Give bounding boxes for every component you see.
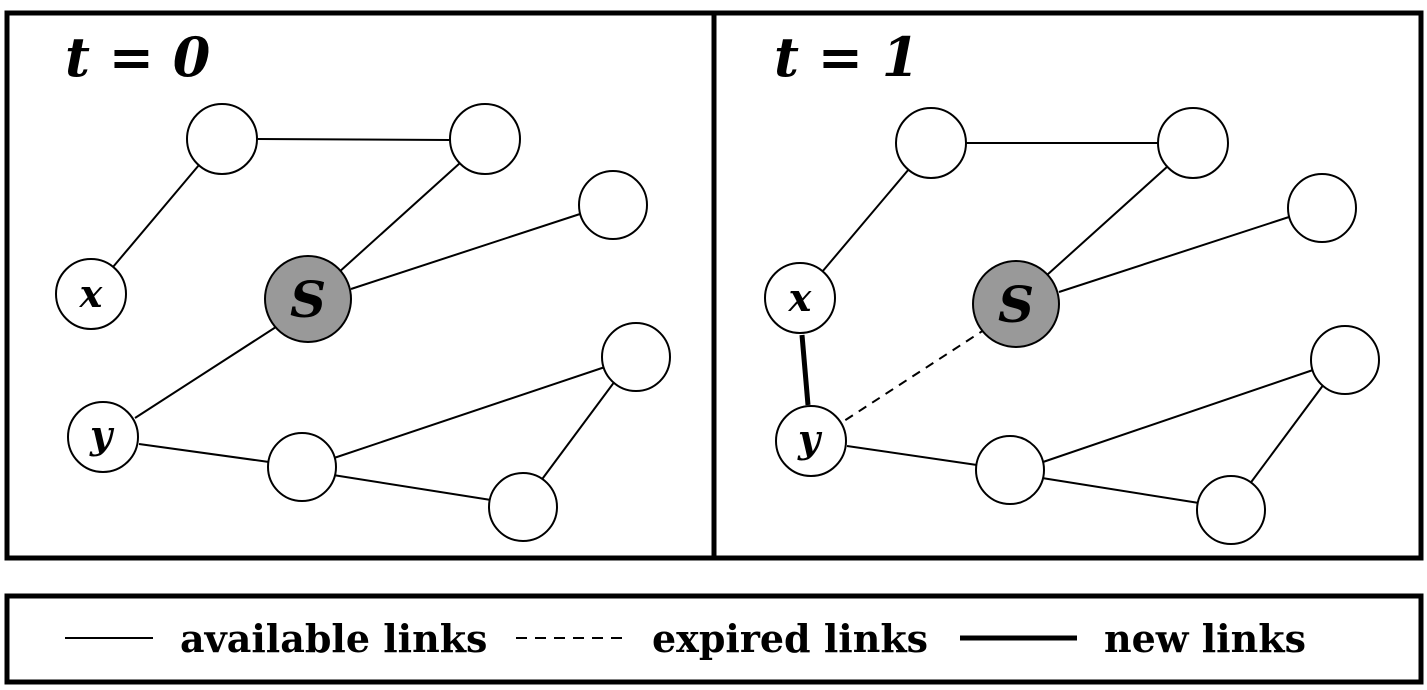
node-y bbox=[775, 405, 847, 477]
link-available bbox=[821, 168, 910, 273]
link-available bbox=[257, 138, 451, 141]
graph-node bbox=[1157, 107, 1229, 179]
graph-node bbox=[186, 103, 258, 175]
link-available bbox=[1248, 383, 1325, 486]
node-y bbox=[67, 401, 139, 473]
link-available bbox=[138, 443, 270, 463]
legend-available-label: available links bbox=[180, 616, 487, 661]
node-x-label: x bbox=[788, 275, 813, 320]
panel-t1: t = 1 x y S bbox=[711, 10, 1424, 561]
node-source bbox=[264, 255, 352, 343]
graph-node bbox=[449, 103, 521, 175]
node-source bbox=[972, 260, 1060, 348]
graph-node bbox=[267, 432, 337, 502]
panel-t1-frame bbox=[711, 10, 1424, 561]
graph-node bbox=[975, 435, 1045, 505]
graph-node bbox=[1196, 475, 1266, 545]
node-y-label: y bbox=[89, 412, 115, 457]
node-y-label: y bbox=[797, 416, 823, 461]
link-available bbox=[539, 380, 616, 483]
legend: available links expired links new links bbox=[4, 593, 1424, 685]
link-available bbox=[112, 164, 200, 268]
link-available bbox=[1041, 477, 1200, 504]
graph-node bbox=[601, 322, 671, 392]
graph-node bbox=[578, 170, 648, 240]
legend-new-label: new links bbox=[1104, 616, 1306, 661]
link-available bbox=[332, 474, 492, 501]
panel-t0-title: t = 0 bbox=[65, 25, 210, 89]
link-available bbox=[333, 366, 606, 459]
graph-node bbox=[895, 107, 967, 179]
link-available bbox=[337, 162, 461, 274]
link-available bbox=[846, 445, 978, 466]
link-expired bbox=[843, 327, 988, 422]
link-available bbox=[134, 324, 280, 419]
link-available bbox=[1042, 369, 1314, 463]
link-available bbox=[350, 213, 581, 290]
link-available bbox=[1058, 216, 1290, 293]
link-new bbox=[799, 334, 811, 406]
panel-t0: t = 0 x y S bbox=[4, 10, 717, 561]
panel-t1-title: t = 1 bbox=[774, 25, 919, 89]
node-x bbox=[55, 258, 127, 330]
graph-node bbox=[488, 472, 558, 542]
graph-node bbox=[1310, 325, 1380, 395]
node-source-label: S bbox=[998, 275, 1034, 334]
legend-frame bbox=[4, 593, 1424, 685]
node-x-label: x bbox=[79, 271, 104, 316]
node-source-label: S bbox=[290, 270, 326, 329]
graph-node bbox=[1287, 173, 1357, 243]
link-available bbox=[1046, 165, 1169, 276]
node-x bbox=[764, 262, 836, 334]
legend-expired-label: expired links bbox=[652, 616, 928, 661]
